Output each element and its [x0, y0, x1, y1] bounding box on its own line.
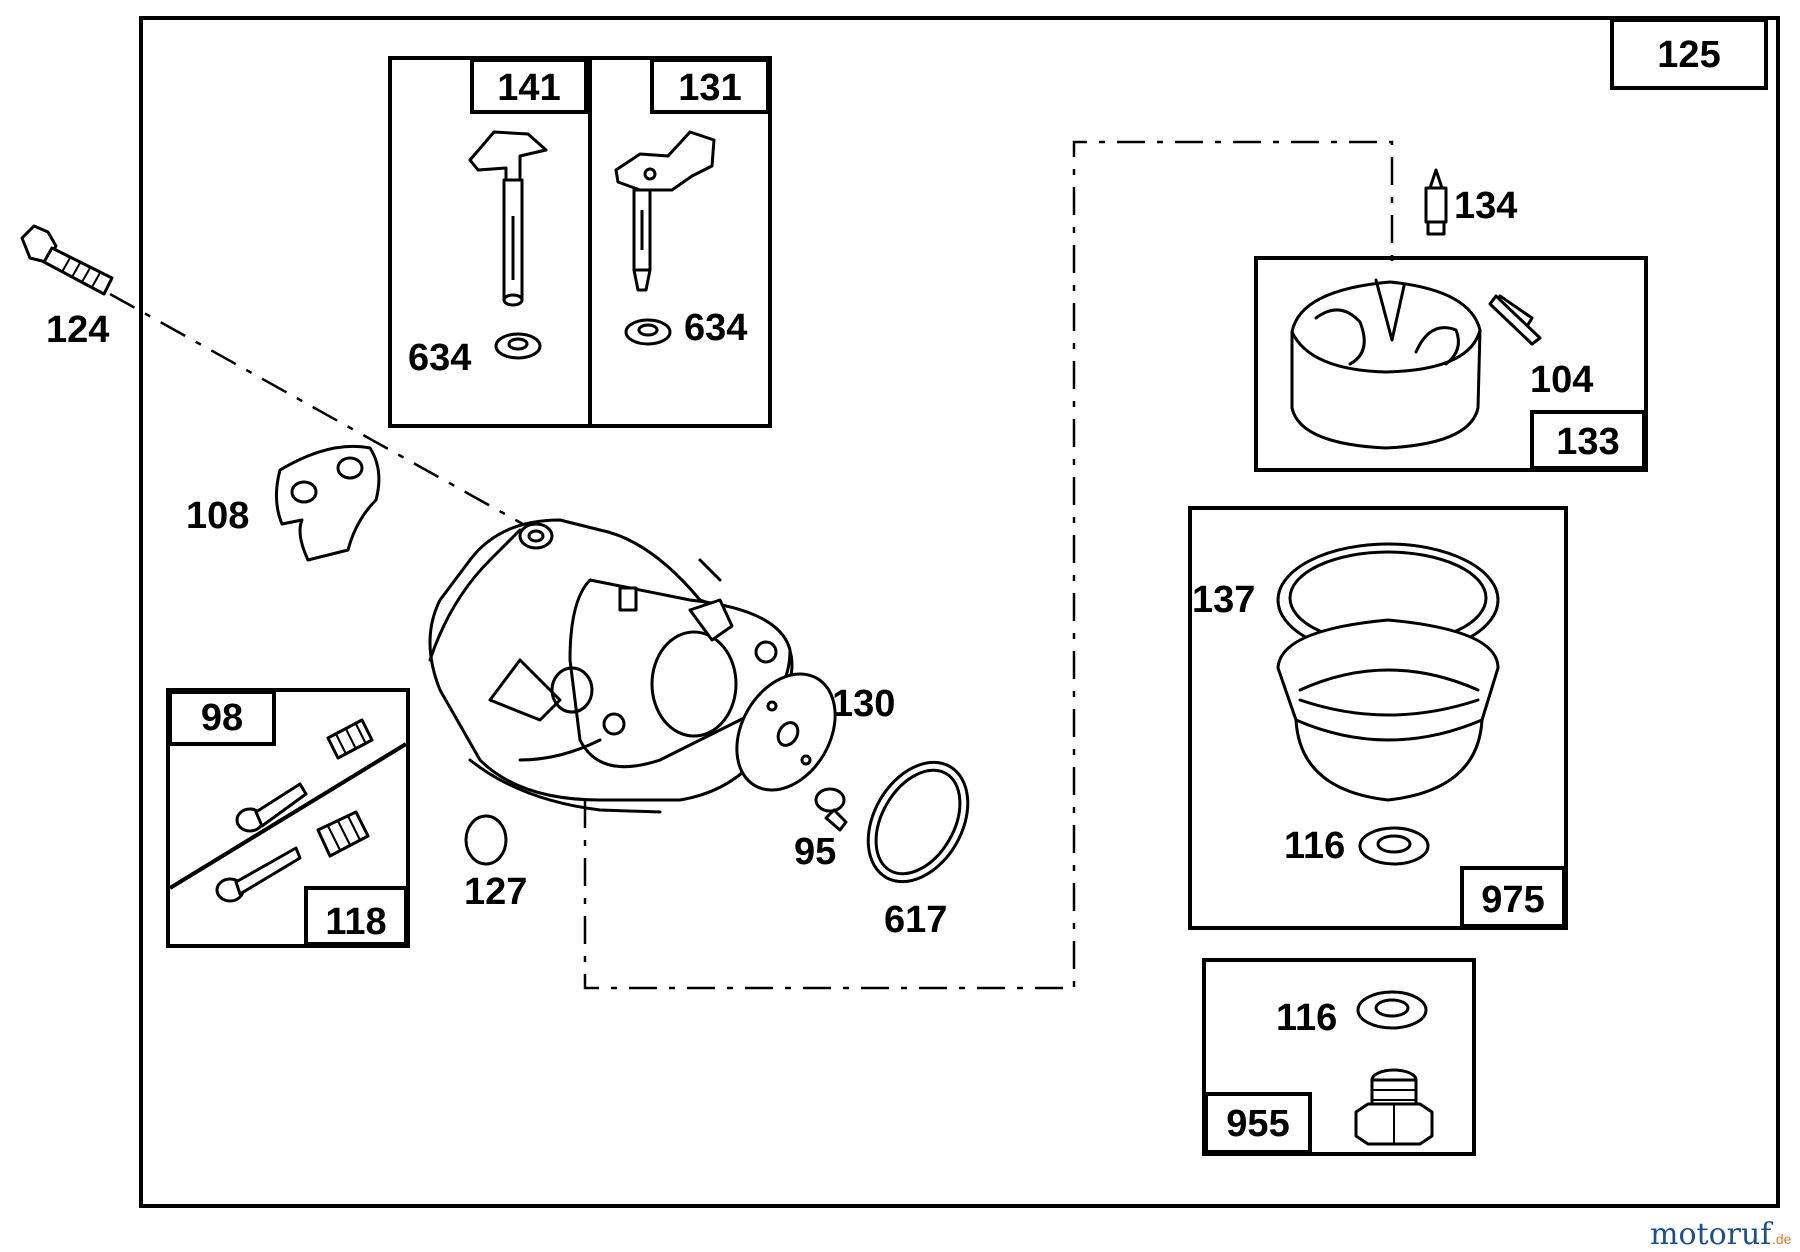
- choke-shaft-drawing: [614, 130, 716, 292]
- part-label-116-bowl: 116: [1284, 825, 1345, 867]
- float-drawing: [1290, 278, 1482, 450]
- plug-127-drawing: [464, 814, 508, 866]
- part-label-104: 104: [1530, 359, 1593, 401]
- assembly-number-box: 125: [1610, 18, 1768, 90]
- mixture-screw-drawing: [215, 810, 370, 903]
- kit-box-98-118: 98 118: [166, 688, 410, 948]
- kit-label-975: 975: [1481, 879, 1544, 921]
- part-label-617: 617: [884, 899, 947, 941]
- watermark-brand: motoruf: [1650, 1217, 1773, 1252]
- assembly-number-label: 125: [1657, 34, 1720, 76]
- part-label-634-right: 634: [684, 307, 747, 349]
- carburetor-body-drawing: [428, 518, 794, 814]
- idle-screw-drawing: [235, 718, 374, 833]
- needle-134-drawing: [1424, 168, 1448, 236]
- washer-634-right-drawing: [624, 318, 672, 346]
- kit-label-98: 98: [201, 697, 243, 739]
- kit-label-131: 131: [678, 67, 741, 109]
- part-label-137: 137: [1192, 579, 1255, 621]
- part-label-124: 124: [46, 309, 109, 351]
- washer-116-bowl-drawing: [1358, 826, 1430, 866]
- watermark-tld: .de: [1772, 1231, 1792, 1247]
- float-bowl-drawing: [1276, 618, 1500, 802]
- plate-130-drawing: [735, 672, 837, 792]
- part-label-130: 130: [832, 683, 895, 725]
- washer-634-left-drawing: [494, 332, 542, 360]
- gasket-108-drawing: [275, 444, 381, 562]
- part-label-116-bolt: 116: [1276, 997, 1337, 1039]
- kit-label-141: 141: [497, 67, 560, 109]
- screw-95-drawing: [814, 787, 848, 832]
- kit-label-955: 955: [1226, 1103, 1289, 1145]
- kit-label-133: 133: [1556, 421, 1619, 463]
- throttle-shaft-drawing: [468, 130, 548, 307]
- pin-104-drawing: [1488, 294, 1542, 346]
- bowl-bolt-drawing: [1354, 1068, 1434, 1146]
- leader-line-assembly: [583, 140, 1394, 990]
- part-label-108: 108: [186, 495, 249, 537]
- diagram-frame: [139, 16, 1780, 1208]
- kit-box-141-131: 141 131 634 634: [388, 56, 772, 428]
- part-label-634-left: 634: [408, 337, 471, 379]
- kit-box-955: 955: [1202, 958, 1476, 1156]
- watermark-logo: motoruf .de: [1650, 1217, 1792, 1252]
- part-label-95: 95: [794, 831, 836, 873]
- bolt-124-drawing: [20, 224, 114, 296]
- part-label-127: 127: [464, 871, 527, 913]
- washer-116-bolt-drawing: [1356, 990, 1428, 1030]
- part-label-134: 134: [1454, 185, 1517, 227]
- gasket-617-drawing: [866, 760, 970, 884]
- kit-box-133: 133 104: [1254, 256, 1648, 472]
- leader-line-bolt: [109, 292, 531, 530]
- kit-label-118: 118: [325, 901, 386, 943]
- kit-box-975: 975: [1188, 506, 1568, 930]
